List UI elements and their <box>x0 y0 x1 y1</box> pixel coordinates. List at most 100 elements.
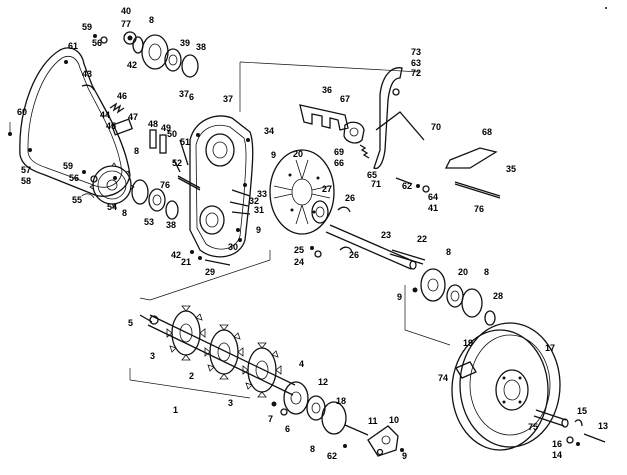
callout-64: 64 <box>428 192 438 202</box>
callout-39: 39 <box>180 38 190 48</box>
callout-50: 50 <box>167 129 177 139</box>
callout-67: 67 <box>340 94 350 104</box>
callout-9: 9 <box>271 150 276 160</box>
callout-54: 54 <box>107 202 117 212</box>
callout-28: 28 <box>493 291 503 301</box>
callout-5: 5 <box>128 318 133 328</box>
callout-19: 19 <box>463 338 473 348</box>
callout-6: 6 <box>189 92 194 102</box>
callout-42: 42 <box>127 60 137 70</box>
callout-73: 73 <box>411 47 421 57</box>
jackshaft-bearing-right <box>412 268 496 326</box>
callout-65: 65 <box>367 170 377 180</box>
callout-17: 17 <box>545 343 555 353</box>
callout-3: 3 <box>228 398 233 408</box>
callout-2: 2 <box>189 371 194 381</box>
upper-bearing-stack <box>93 31 199 78</box>
brake-bracket-assembly <box>299 67 501 199</box>
track-sprocket-2 <box>204 324 244 380</box>
chain-case-cover <box>19 47 131 197</box>
callout-60: 60 <box>17 107 27 117</box>
callout-74: 74 <box>438 373 448 383</box>
callout-51: 51 <box>180 137 190 147</box>
callout-24: 24 <box>294 257 304 267</box>
drive-shaft-assembly <box>139 305 296 398</box>
callout-57: 57 <box>21 165 31 175</box>
chain-case-housing <box>189 61 421 258</box>
callout-56: 56 <box>92 38 102 48</box>
callout-46: 46 <box>117 91 127 101</box>
callout-10: 10 <box>389 415 399 425</box>
drive-pulley-plate <box>269 149 335 235</box>
callout-56: 56 <box>69 173 79 183</box>
callout-70: 70 <box>431 122 441 132</box>
callout-1: 1 <box>173 405 178 415</box>
brake-shaft-hardware <box>533 409 606 446</box>
callout-40: 40 <box>121 6 131 16</box>
callout-11: 11 <box>368 416 378 426</box>
track-sprocket-1 <box>166 305 206 361</box>
callout-20: 20 <box>458 267 468 277</box>
track-sprocket-3 <box>242 342 282 398</box>
callout-22: 22 <box>417 234 427 244</box>
callout-6: 6 <box>285 424 290 434</box>
callout-8: 8 <box>484 267 489 277</box>
callout-9: 9 <box>256 225 261 235</box>
callout-21: 21 <box>181 257 191 267</box>
tensioner-parts <box>8 84 189 173</box>
callout-38: 38 <box>166 220 176 230</box>
callout-72: 72 <box>411 68 421 78</box>
callout-27: 27 <box>322 184 332 194</box>
callout-71: 71 <box>371 179 381 189</box>
callout-35: 35 <box>506 164 516 174</box>
callout-58: 58 <box>21 176 31 186</box>
callout-68: 68 <box>482 127 492 137</box>
callout-32: 32 <box>249 196 259 206</box>
callout-31: 31 <box>254 205 264 215</box>
callout-36: 36 <box>322 85 332 95</box>
callout-62: 62 <box>327 451 337 461</box>
callout-8: 8 <box>446 247 451 257</box>
callout-9: 9 <box>397 292 402 302</box>
callout-9: 9 <box>402 451 407 461</box>
callout-7: 7 <box>268 414 273 424</box>
callout-8: 8 <box>122 208 127 218</box>
callout-8: 8 <box>134 146 139 156</box>
brake-disc-17 <box>451 322 561 451</box>
callout-59: 59 <box>82 22 92 32</box>
callout-13: 13 <box>598 421 608 431</box>
callout-66: 66 <box>334 158 344 168</box>
callout-55: 55 <box>72 195 82 205</box>
callout-20: 20 <box>293 149 303 159</box>
callout-62: 62 <box>402 181 412 191</box>
lower-sprocket-assembly <box>81 162 251 266</box>
callout-42: 42 <box>171 250 181 260</box>
callout-38: 38 <box>196 42 206 52</box>
callout-45: 45 <box>106 121 116 131</box>
callout-3: 3 <box>150 351 155 361</box>
callout-43: 43 <box>82 69 92 79</box>
callout-25: 25 <box>294 245 304 255</box>
callout-34: 34 <box>264 126 274 136</box>
callout-44: 44 <box>100 110 110 120</box>
callout-37: 37 <box>223 94 233 104</box>
jackshaft-23 <box>325 224 426 270</box>
callout-15: 15 <box>577 406 587 416</box>
callout-49: 49 <box>161 123 171 133</box>
callout-14: 14 <box>552 450 562 460</box>
callout-8: 8 <box>310 444 315 454</box>
callout-23: 23 <box>381 230 391 240</box>
callout-69: 69 <box>334 147 344 157</box>
bearing-27 <box>310 200 353 258</box>
callout-33: 33 <box>257 189 267 199</box>
callout-18: 18 <box>336 396 346 406</box>
callout-30: 30 <box>228 242 238 252</box>
callout-37: 37 <box>179 89 189 99</box>
callout-52: 52 <box>172 158 182 168</box>
callout-63: 63 <box>411 58 421 68</box>
callout-76: 76 <box>474 204 484 214</box>
callout-47: 47 <box>128 112 138 122</box>
callout-12: 12 <box>318 377 328 387</box>
callout-8: 8 <box>149 15 154 25</box>
